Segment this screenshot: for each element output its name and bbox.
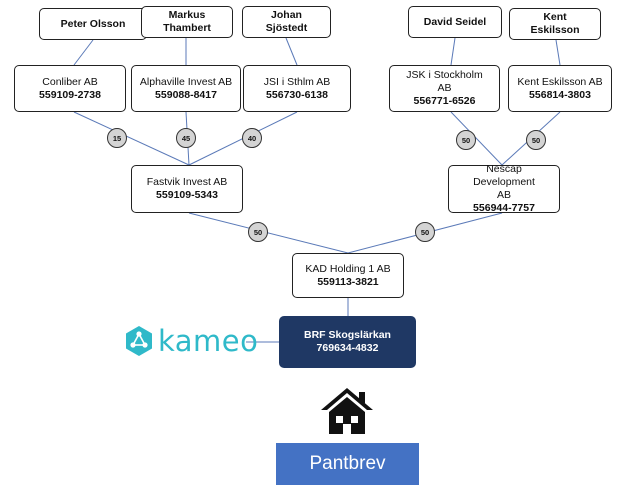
ownership-value: 50: [461, 135, 471, 145]
ownership-badge-jsk: 50: [456, 130, 476, 150]
company-orgnr: 556944-7757: [473, 202, 535, 214]
company-orgnr: 559109-2738: [39, 88, 101, 101]
ownership-badge-jsi: 40: [242, 128, 262, 148]
owner-johan-sjostedt: Johan Sjöstedt: [242, 6, 331, 38]
company-orgnr: 556730-6138: [266, 88, 328, 101]
company-brf-skogslarkan: BRF Skogslärkan 769634-4832: [279, 316, 416, 368]
ownership-value: 50: [531, 135, 541, 145]
ownership-badge-fastvik: 50: [248, 222, 268, 242]
company-orgnr: 556771-6526: [413, 95, 476, 107]
pantbrev-label: Pantbrev: [309, 453, 386, 474]
company-jsk-stockholm: JSK i Stockholm AB 556771-6526: [389, 65, 500, 112]
company-orgnr: 559088-8417: [155, 88, 217, 101]
company-kad-holding: KAD Holding 1 AB 559113-3821: [292, 253, 404, 298]
company-fastvik: Fastvik Invest AB 559109-5343: [131, 165, 243, 213]
company-conliber: Conliber AB 559109-2738: [14, 65, 126, 112]
owner-label: Kent Eskilsson: [530, 11, 580, 36]
ownership-badge-nescap: 50: [415, 222, 435, 242]
company-orgnr: 556814-3803: [529, 88, 591, 101]
ownership-value: 50: [253, 227, 263, 237]
company-name: JSI i Sthlm AB: [263, 75, 331, 88]
company-orgnr: 559113-3821: [317, 275, 379, 288]
company-name: JSK i Stockholm AB: [406, 69, 483, 94]
owner-label: David Seidel: [423, 15, 487, 28]
company-name: KAD Holding 1 AB: [305, 262, 391, 275]
ownership-badge-kent: 50: [526, 130, 546, 150]
owner-markus-thambert: Markus Thambert: [141, 6, 233, 38]
owner-label: Markus Thambert: [163, 9, 211, 34]
company-name: Alphaville Invest AB: [139, 75, 233, 88]
company-name: Nescap Development AB: [473, 163, 535, 201]
kameo-logo: kameo: [124, 323, 258, 359]
ownership-value: 40: [247, 133, 257, 143]
kameo-logo-icon: [126, 326, 152, 356]
ownership-value: 15: [112, 133, 122, 143]
kameo-logo-text: kameo: [158, 324, 259, 358]
company-alphaville: Alphaville Invest AB 559088-8417: [131, 65, 241, 112]
house-icon: [321, 388, 373, 434]
ownership-value: 45: [181, 133, 191, 143]
ownership-badge-alphaville: 45: [176, 128, 196, 148]
ownership-badge-conliber: 15: [107, 128, 127, 148]
company-name: Fastvik Invest AB: [146, 176, 228, 188]
company-orgnr: 559109-5343: [156, 189, 218, 201]
pantbrev-box: Pantbrev: [276, 443, 419, 485]
company-name: Conliber AB: [42, 75, 98, 88]
company-nescap: Nescap Development AB 556944-7757: [448, 163, 560, 214]
owner-label: Johan Sjöstedt: [265, 9, 308, 34]
owner-david-seidel: David Seidel: [408, 6, 502, 38]
company-name: BRF Skogslärkan: [304, 329, 391, 341]
company-jsi-sthlm: JSI i Sthlm AB 556730-6138: [243, 65, 351, 112]
company-orgnr: 769634-4832: [316, 342, 379, 354]
company-name: Kent Eskilsson AB: [517, 75, 603, 88]
owner-peter-olsson: Peter Olsson: [39, 8, 147, 40]
owner-kent-eskilsson: Kent Eskilsson: [509, 8, 601, 40]
ownership-value: 50: [420, 227, 430, 237]
company-kent-eskilsson-ab: Kent Eskilsson AB 556814-3803: [508, 65, 612, 112]
owner-label: Peter Olsson: [60, 17, 126, 30]
